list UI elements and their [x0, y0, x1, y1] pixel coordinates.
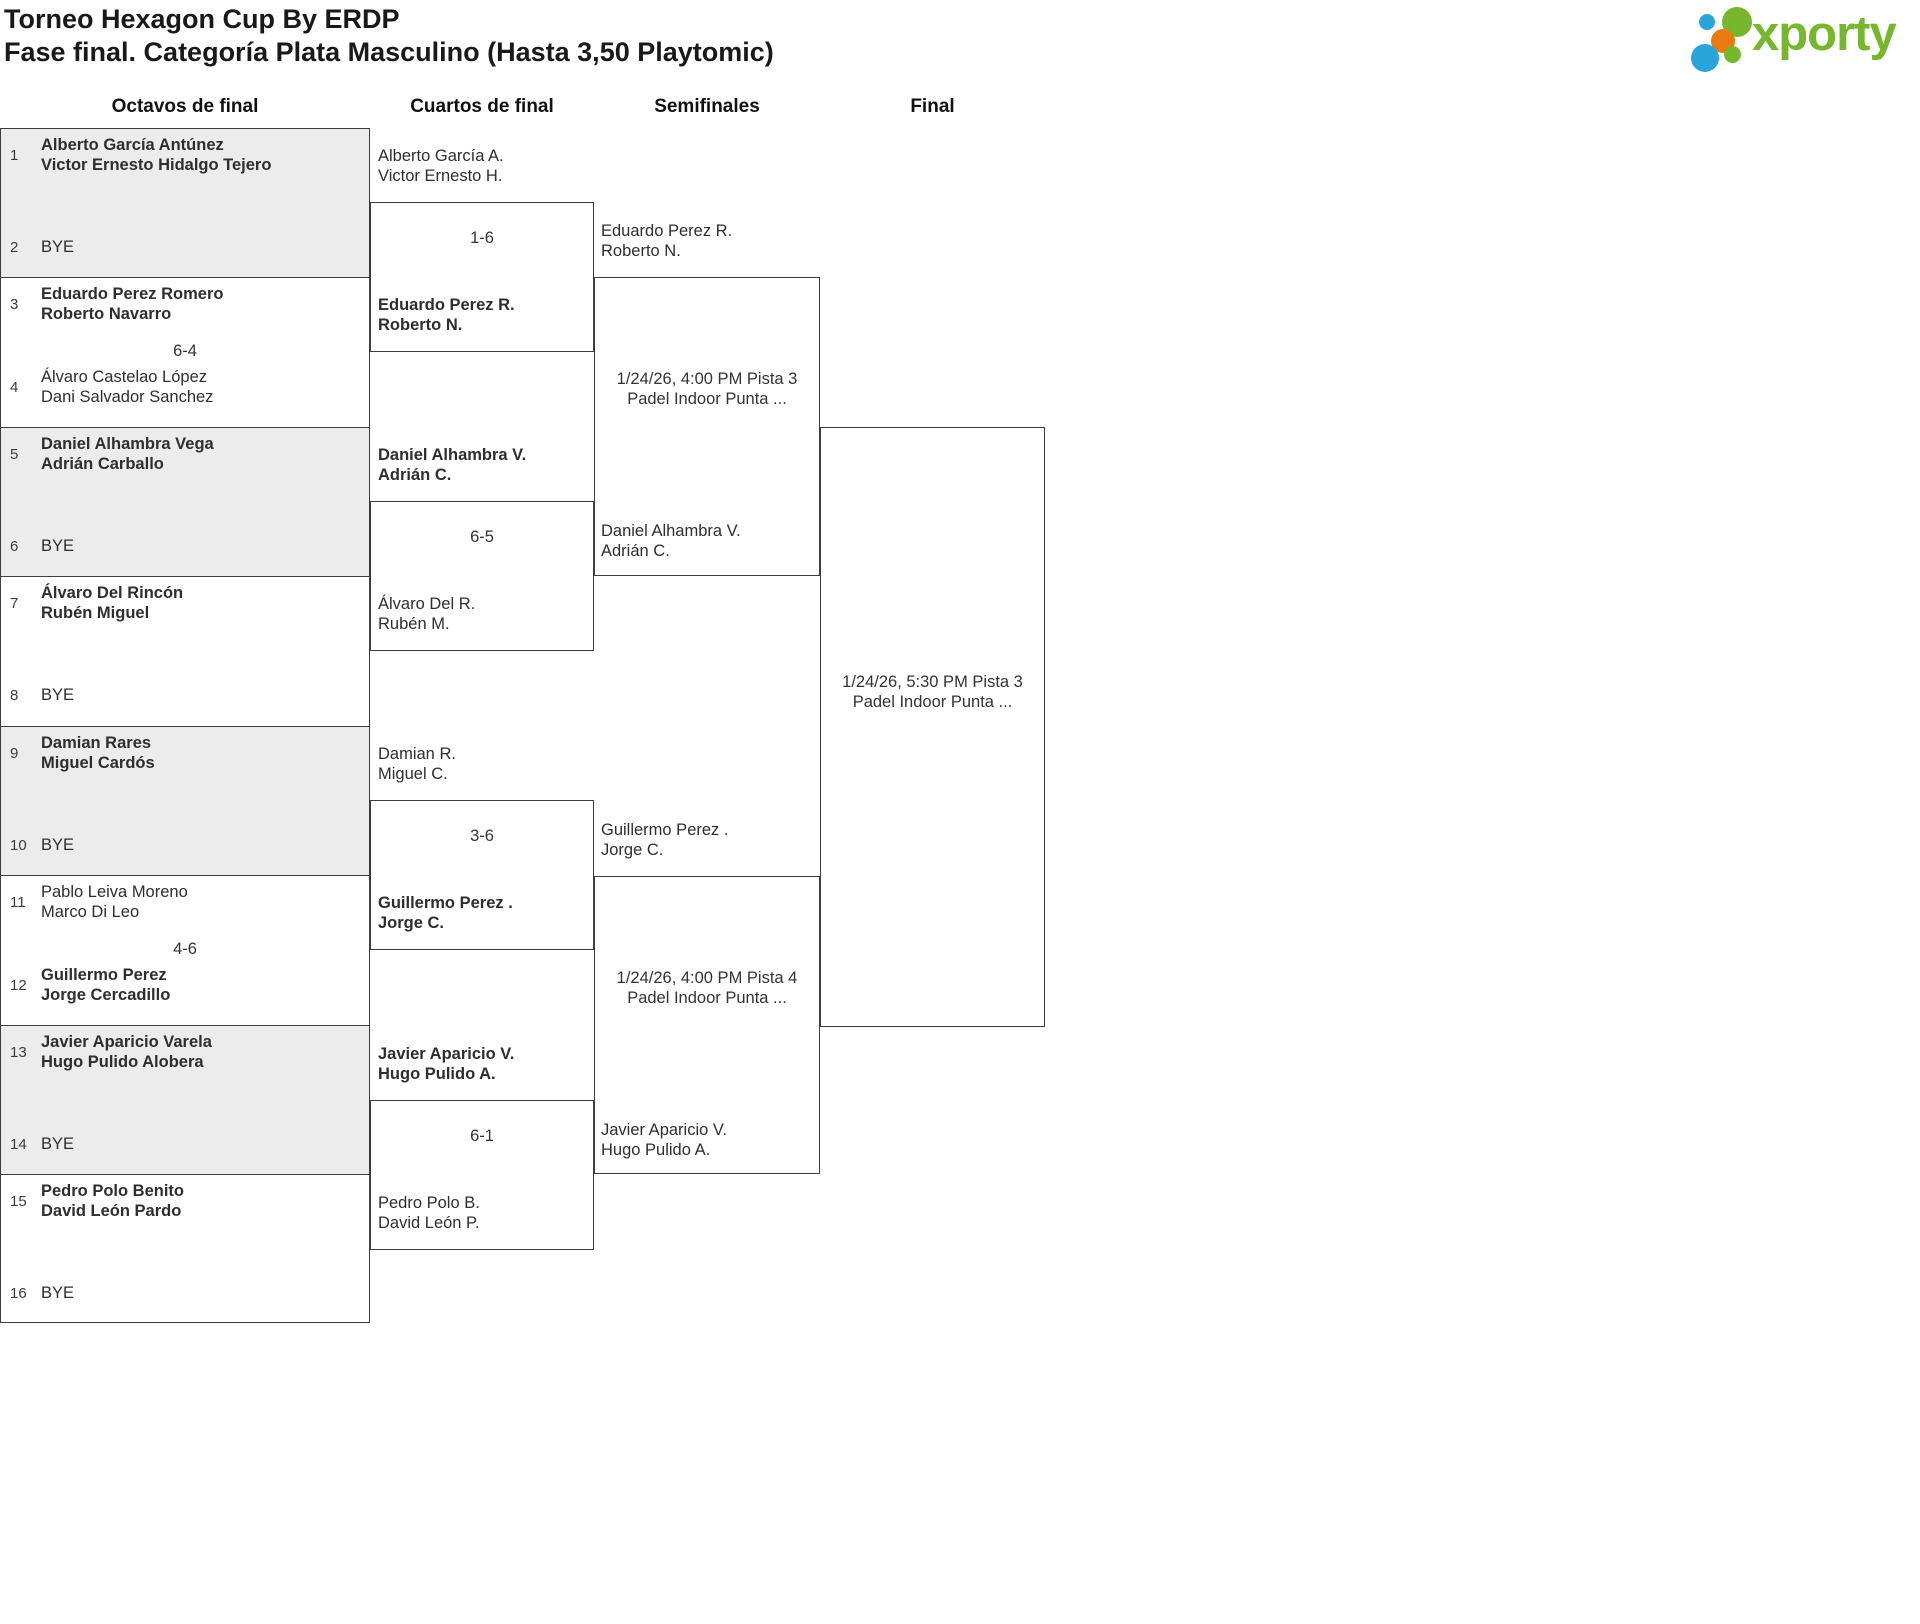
seed-number: 3 [10, 296, 19, 313]
seed-number: 1 [10, 147, 19, 164]
seed-number: 16 [10, 1285, 27, 1303]
seed-number: 14 [10, 1136, 27, 1154]
qf-match-1[interactable] [370, 202, 594, 352]
brand-wordmark: xporty [1752, 7, 1897, 61]
sf-match-1[interactable] [594, 277, 820, 576]
qf2-team1: Daniel Alhambra V.Adrián C. [378, 446, 527, 484]
qf4-score: 6-1 [470, 1127, 494, 1145]
logo-dot-blue-large-icon [1691, 44, 1719, 72]
seed-number: 15 [10, 1193, 27, 1210]
sf2-team2: Javier Aparicio V.Hugo Pulido A. [601, 1121, 727, 1159]
page-subtitle: Fase final. Categoría Plata Masculino (H… [4, 37, 774, 67]
seed-number: 13 [10, 1044, 27, 1061]
team-row: 2 BYE [10, 238, 363, 258]
team-row: 6 BYE [10, 537, 363, 557]
team-name: BYE [41, 1135, 75, 1153]
qf-match-2[interactable] [370, 501, 594, 651]
page-title: Torneo Hexagon Cup By ERDP [4, 4, 400, 34]
qf-match-3[interactable] [370, 800, 594, 950]
sf-match-2[interactable] [594, 876, 820, 1174]
qf2-score: 6-5 [470, 528, 494, 546]
round-header-cuartos: Cuartos de final [410, 96, 554, 117]
match-score: 4-6 [173, 940, 197, 958]
qf1-team1: Alberto García A.Victor Ernesto H. [378, 147, 504, 185]
qf2-team2: Álvaro Del R.Rubén M. [378, 595, 476, 633]
qf3-score: 3-6 [470, 827, 494, 845]
team-name: BYE [41, 238, 75, 256]
qf4-team2: Pedro Polo B.David León P. [378, 1194, 480, 1232]
round-header-semifinales: Semifinales [654, 96, 760, 117]
qf1-team2: Eduardo Perez R.Roberto N. [378, 296, 515, 334]
seed-number: 11 [10, 894, 26, 911]
qf1-score: 1-6 [470, 229, 494, 247]
final-match[interactable] [820, 427, 1045, 1027]
qf-match-4[interactable] [370, 1100, 594, 1250]
seed-number: 7 [10, 595, 19, 612]
qf3-team1: Damian R.Miguel C. [378, 745, 456, 783]
logo-dot-blue-small-icon [1699, 14, 1715, 30]
match-score: 6-4 [173, 342, 197, 360]
logo-dot-green-small-icon [1724, 46, 1741, 63]
seed-number: 9 [10, 745, 19, 762]
team-row: 8 BYE [10, 686, 363, 706]
sf2-team1: Guillermo Perez .Jorge C. [601, 821, 729, 859]
team-name: BYE [41, 686, 75, 704]
round-header-final: Final [910, 96, 955, 117]
seed-number: 6 [10, 538, 19, 556]
qf4-team1: Javier Aparicio V.Hugo Pulido A. [378, 1045, 515, 1083]
seed-number: 5 [10, 446, 19, 463]
team-name: BYE [41, 537, 75, 555]
qf3-team2: Guillermo Perez .Jorge C. [378, 894, 513, 932]
seed-number: 2 [10, 239, 19, 257]
team-name: BYE [41, 836, 75, 854]
team-name: BYE [41, 1284, 75, 1302]
seed-number: 8 [10, 687, 19, 705]
round-header-octavos: Octavos de final [111, 96, 259, 117]
sf1-team1: Eduardo Perez R.Roberto N. [601, 222, 733, 260]
team-row: 16 BYE [10, 1284, 363, 1304]
seed-number: 12 [10, 977, 27, 994]
sf1-team2: Daniel Alhambra V.Adrián C. [601, 522, 741, 560]
team-row: 14 BYE [10, 1135, 363, 1155]
team-row: 10 BYE [10, 836, 363, 856]
seed-number: 4 [10, 379, 19, 396]
seed-number: 10 [10, 837, 27, 855]
